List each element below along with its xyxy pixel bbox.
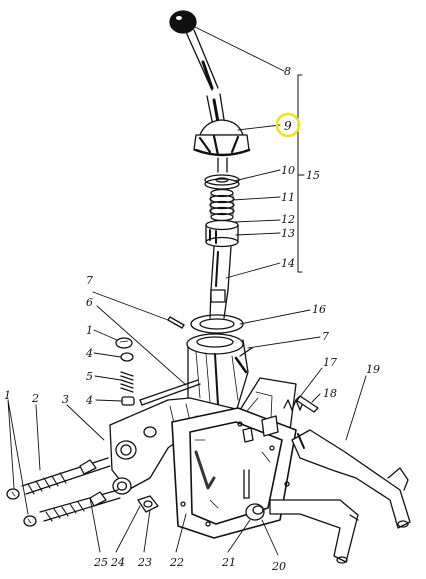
callout-24: 24 (110, 556, 125, 569)
lever-shaft-14 (209, 246, 232, 319)
callout-3: 3 (62, 393, 69, 406)
ball-4-upper (120, 352, 134, 362)
interlock-23-24 (137, 495, 159, 513)
shifter-tower (186, 333, 249, 413)
callout-10: 10 (281, 164, 295, 177)
rod-6 (139, 379, 201, 406)
callout-4-lower: 4 (85, 394, 93, 407)
spring-5 (120, 371, 134, 393)
callout-6: 6 (86, 296, 93, 309)
collar-12-13 (205, 219, 239, 248)
callout-22: 22 (169, 556, 184, 569)
studs (242, 415, 279, 499)
callout-19: 19 (366, 363, 380, 376)
lever-boot-9 (193, 119, 251, 157)
callout-9: 9 (284, 119, 292, 133)
fork-20 (269, 499, 359, 564)
pin-21-roller (245, 503, 265, 521)
callout-16: 16 (312, 303, 326, 316)
leader-lines (7, 25, 367, 556)
ball-1-upper (115, 337, 133, 349)
shift-rail-lower (39, 489, 121, 522)
lever-upper-rod (185, 29, 219, 91)
callout-11: 11 (281, 191, 295, 204)
callout-20: 20 (271, 560, 286, 573)
fork-19 (291, 429, 411, 529)
callout-17: 17 (323, 356, 337, 369)
callout-7-upper: 7 (86, 274, 93, 287)
callout-7-right: 7 (322, 330, 329, 343)
cap-1-left (6, 488, 37, 527)
callout-4-upper: 4 (85, 347, 93, 360)
lever-knob (169, 10, 197, 34)
shift-rail-upper (21, 457, 111, 495)
spring-11 (209, 188, 235, 222)
callout-8: 8 (284, 65, 291, 78)
pin-7-side (239, 347, 253, 357)
callout-21: 21 (221, 556, 236, 569)
lever-rod-through-boot (217, 157, 228, 173)
callout-15: 15 (306, 169, 320, 182)
ring-16 (190, 314, 244, 334)
callout-25: 25 (93, 556, 108, 569)
washer-10 (204, 174, 240, 190)
callout-1-left: 1 (4, 389, 11, 402)
callout-14: 14 (281, 257, 295, 270)
pin-7-upper (167, 316, 185, 329)
callout-23: 23 (137, 556, 152, 569)
callout-18: 18 (323, 387, 337, 400)
callout-5: 5 (86, 370, 93, 383)
callout-2: 2 (31, 392, 39, 405)
callout-1-upper: 1 (86, 324, 93, 337)
callout-labels: 8 9 10 11 12 13 14 15 16 7 7 6 1 4 5 4 1… (4, 65, 380, 573)
callout-9-highlight-ring (275, 112, 301, 138)
bolt-18 (295, 395, 319, 413)
callout-13: 13 (281, 227, 295, 240)
gasket-22 (171, 407, 297, 539)
plunger-4-lower (121, 396, 135, 406)
callout-12: 12 (281, 213, 295, 226)
